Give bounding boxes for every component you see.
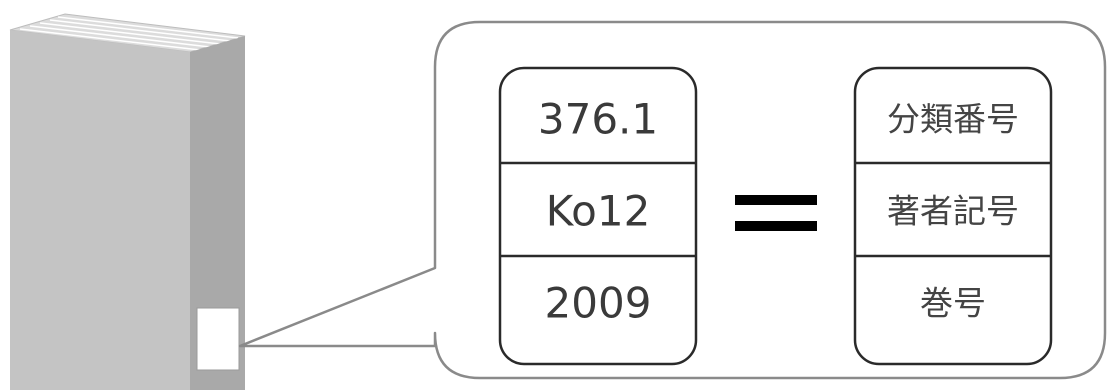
equals-sign xyxy=(735,195,817,231)
call-number-box: 376.1 Ko12 2009 xyxy=(498,66,698,366)
class-number-label: 分類番号 xyxy=(887,100,1019,139)
book-front-cover xyxy=(10,30,190,390)
book-illustration xyxy=(9,13,246,390)
equals-bar-top xyxy=(735,195,817,205)
volume-number-label: 巻号 xyxy=(920,284,986,323)
call-number-box-outline xyxy=(498,66,698,366)
book-spine xyxy=(190,36,245,390)
legend-box-outline xyxy=(853,66,1053,366)
book-page-edges xyxy=(19,16,239,51)
volume-number-value: 2009 xyxy=(545,279,652,328)
author-mark-label: 著者記号 xyxy=(887,192,1019,231)
spine-label-sticker xyxy=(196,307,240,371)
equals-bar-bottom xyxy=(735,221,817,231)
legend-box: 分類番号 著者記号 巻号 xyxy=(853,66,1053,366)
author-mark-value: Ko12 xyxy=(546,187,651,236)
class-number-value: 376.1 xyxy=(538,95,658,144)
